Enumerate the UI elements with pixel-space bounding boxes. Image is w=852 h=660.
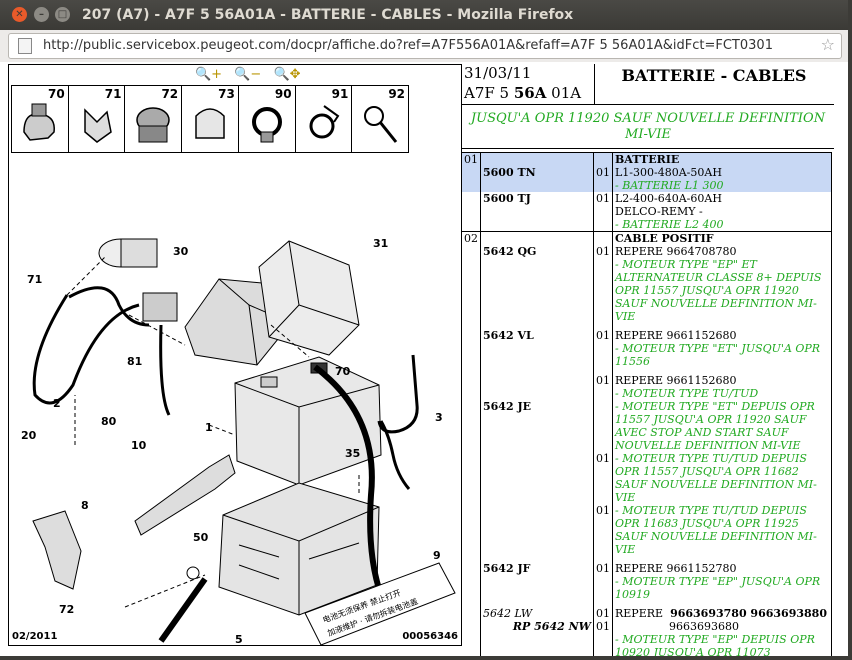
callout-3: 3 bbox=[435, 411, 443, 424]
callout-80: 80 bbox=[101, 415, 117, 428]
part-code[interactable]: 5600 TJ bbox=[480, 192, 594, 232]
clip-icon bbox=[83, 108, 112, 143]
zoom-out-icon[interactable]: 🔍− bbox=[234, 67, 262, 82]
small-part-91[interactable]: 91 bbox=[296, 86, 353, 152]
url-bar[interactable]: http://public.servicebox.peugeot.com/doc… bbox=[8, 33, 842, 59]
table-row[interactable]: 5642 JE 01 REPERE 9661152680- MOTEUR TYP… bbox=[462, 374, 832, 452]
minimize-window-button[interactable]: – bbox=[34, 7, 49, 22]
zoom-toolbar: 🔍+ 🔍− 🔍✥ bbox=[195, 67, 309, 82]
small-part-92[interactable]: 92 bbox=[352, 86, 408, 152]
clip-icon bbox=[23, 103, 55, 141]
table-row[interactable]: 5642 JF 01 REPERE 9661152780- MOTEUR TYP… bbox=[462, 562, 832, 601]
clamp-icon bbox=[136, 107, 171, 143]
part-code[interactable]: 5600 TN bbox=[480, 152, 594, 192]
part-code[interactable]: 5642 VL bbox=[480, 329, 594, 368]
cable-tie-icon bbox=[364, 106, 398, 143]
diagram-date: 02/2011 bbox=[12, 631, 58, 642]
small-part-71[interactable]: 71 bbox=[69, 86, 126, 152]
part-code[interactable]: 5642 QG bbox=[480, 231, 594, 323]
callout-71: 71 bbox=[27, 273, 42, 286]
sheet-header: 31/03/11 A7F 5 56A 01A BATTERIE - CABLES bbox=[462, 64, 834, 105]
callout-81: 81 bbox=[127, 355, 142, 368]
callout-2: 2 bbox=[53, 397, 61, 410]
clamp-icon bbox=[309, 105, 339, 139]
zoom-pan-icon[interactable]: 🔍✥ bbox=[273, 67, 301, 82]
small-parts-strip: 70 71 72 73 90 91 92 bbox=[11, 85, 409, 153]
zoom-in-icon[interactable]: 🔍+ bbox=[195, 67, 223, 82]
close-window-button[interactable]: ✕ bbox=[12, 7, 27, 22]
sheet-reference: A7F 5 56A 01A bbox=[464, 84, 582, 102]
clip-icon bbox=[195, 108, 225, 139]
diagram-code: 00056346 bbox=[402, 631, 458, 642]
sheet-date: 31/03/11 bbox=[464, 64, 532, 82]
page-icon bbox=[18, 38, 32, 54]
navigation-toolbar: http://public.servicebox.peugeot.com/doc… bbox=[0, 30, 848, 63]
callout-31: 31 bbox=[373, 237, 388, 250]
parts-diagram-panel: 🔍+ 🔍− 🔍✥ 70 71 72 73 90 91 92 bbox=[8, 64, 462, 646]
table-row[interactable]: 5642 VL 01 REPERE 9661152680- MOTEUR TYP… bbox=[462, 329, 832, 368]
part-code[interactable]: 5642 JF bbox=[480, 562, 594, 601]
callout-70: 70 bbox=[335, 365, 351, 378]
small-part-90[interactable]: 90 bbox=[239, 86, 296, 152]
bookmark-star-icon[interactable]: ☆ bbox=[820, 35, 835, 54]
sheet-subtitle: JUSQU'A OPR 11920 SAUF NOUVELLE DEFINITI… bbox=[462, 105, 834, 149]
page-content: 🔍+ 🔍− 🔍✥ 70 71 72 73 90 91 92 bbox=[0, 62, 848, 656]
part-code[interactable]: 5642 JE bbox=[480, 374, 594, 452]
callout-30: 30 bbox=[173, 245, 189, 258]
table-row[interactable]: 01 - MOTEUR TYPE TU/TUD DEPUIS OPR 11683… bbox=[462, 504, 832, 556]
small-part-70[interactable]: 70 bbox=[12, 86, 69, 152]
callout-72: 72 bbox=[59, 603, 74, 616]
window-title: 207 (A7) - A7F 5 56A01A - BATTERIE - CAB… bbox=[82, 7, 574, 23]
parts-list-panel: 31/03/11 A7F 5 56A 01A BATTERIE - CABLES… bbox=[462, 64, 834, 656]
callout-9: 9 bbox=[433, 549, 441, 562]
sheet-title: BATTERIE - CABLES bbox=[621, 66, 807, 85]
callout-8: 8 bbox=[81, 499, 89, 512]
callout-50: 50 bbox=[193, 531, 209, 544]
callout-20: 20 bbox=[21, 429, 37, 442]
small-part-72[interactable]: 72 bbox=[125, 86, 183, 152]
url-text[interactable]: http://public.servicebox.peugeot.com/doc… bbox=[43, 38, 773, 53]
callout-5: 5 bbox=[235, 633, 243, 645]
hose-clamp-icon bbox=[251, 107, 282, 143]
table-row[interactable]: 01 - MOTEUR TYPE TU/TUD DEPUIS OPR 11557… bbox=[462, 452, 832, 504]
title-bar: ✕ – □ 207 (A7) - A7F 5 56A01A - BATTERIE… bbox=[0, 0, 848, 30]
callout-10: 10 bbox=[131, 439, 147, 452]
exploded-view-drawing: 1 2 3 5 8 9 10 20 30 31 35 40 50 70 71 7… bbox=[21, 237, 456, 645]
header-divider bbox=[594, 64, 595, 104]
callout-35: 35 bbox=[345, 447, 360, 460]
small-part-73[interactable]: 73 bbox=[182, 86, 239, 152]
callout-1: 1 bbox=[205, 421, 213, 434]
maximize-window-button[interactable]: □ bbox=[55, 7, 70, 22]
